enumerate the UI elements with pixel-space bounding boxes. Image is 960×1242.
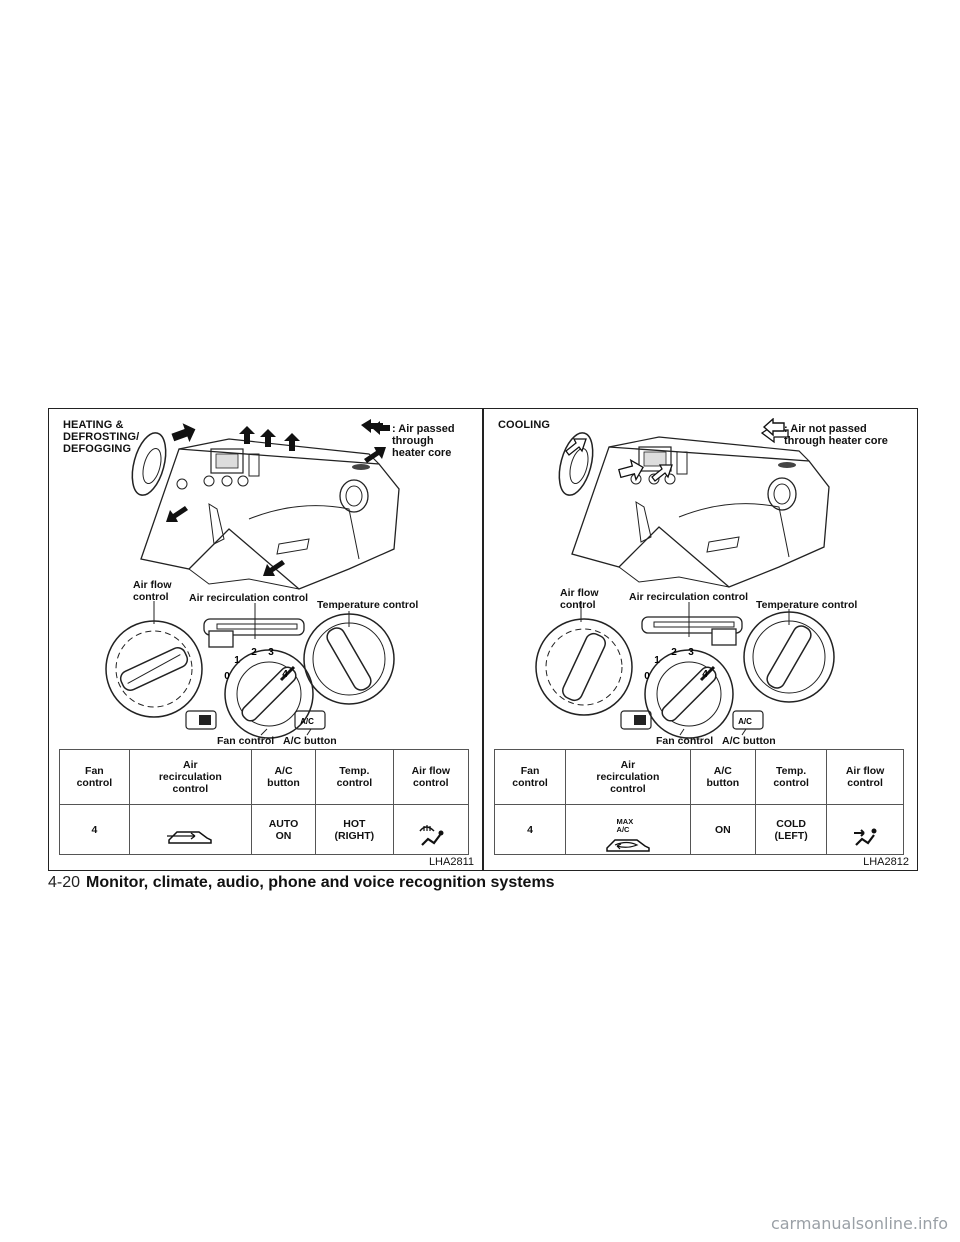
- fan-speed-mark: 2: [671, 647, 677, 658]
- header-temp: Temp. control: [755, 749, 828, 805]
- rear-defrost-button: [185, 710, 217, 730]
- header-airflow: Air flow control: [392, 749, 470, 805]
- air-flow-knob: [105, 620, 203, 718]
- header-fan: Fan control: [493, 749, 567, 805]
- temperature-knob: [743, 611, 835, 703]
- cell-airflow: [392, 804, 470, 855]
- ac-button: A/C: [732, 710, 764, 730]
- ac-button-label: A/C button: [283, 735, 337, 747]
- cooling-figure: 0 1 2 3 4 A/C COOLING : Air not passed t…: [483, 408, 918, 871]
- defrost-floor-icon: [419, 824, 444, 846]
- settings-table: Fan control Air recirculation control A/…: [59, 749, 470, 855]
- fan-speed-mark: 4: [282, 669, 288, 680]
- fan-speed-mark: 1: [234, 655, 240, 666]
- dashboard-illustration: 0 1 2 3 4 A/C: [105, 419, 400, 739]
- ac-button-text: A/C: [738, 717, 752, 726]
- fan-knob: 0 1 2 3 4: [224, 647, 314, 739]
- max-ac-recirculation-icon: [606, 838, 650, 852]
- header-fan: Fan control: [59, 749, 130, 805]
- cell-temp: HOT (RIGHT): [315, 804, 394, 855]
- ac-button-label: A/C button: [722, 735, 776, 747]
- temperature-label: Temperature control: [756, 599, 858, 611]
- vent-icon: [854, 828, 877, 846]
- recirculation-slider: [203, 618, 305, 648]
- mode-heading: COOLING: [498, 419, 551, 431]
- air-flow-knob: [535, 618, 633, 716]
- page-footer: 4-20 Monitor, climate, audio, phone and v…: [48, 874, 555, 892]
- table-row: 4 AUTO ON HOT (RIGHT): [59, 804, 470, 855]
- recirculation-slider: [641, 616, 743, 646]
- fan-knob: 0 1 2 3 4: [644, 647, 734, 739]
- section-title: Monitor, climate, audio, phone and voice…: [86, 874, 555, 891]
- ac-button: A/C: [294, 710, 326, 730]
- cell-recirculation: MAX A/C: [565, 804, 691, 855]
- air-recirculation-label: Air recirculation control: [629, 591, 749, 603]
- cell-temp: COLD (LEFT): [755, 804, 828, 855]
- watermark: carmanualsonline.info: [770, 1214, 948, 1233]
- dashboard-illustration: 0 1 2 3 4 A/C: [535, 423, 835, 739]
- cell-ac: AUTO ON: [250, 804, 317, 855]
- black-arrow-icon: [372, 421, 390, 435]
- heating-defrosting-figure: 0 1 2 3 4 A/C HEATING & DEFROSTING/ DEFO…: [48, 408, 483, 871]
- ac-button-text: A/C: [300, 717, 314, 726]
- fan-speed-mark: 2: [251, 647, 257, 658]
- cell-airflow: [826, 804, 904, 855]
- recirculation-off-icon: [167, 830, 213, 844]
- fan-speed-mark: 3: [688, 647, 694, 658]
- figure-code: LHA2812: [863, 856, 909, 868]
- cell-ac: ON: [689, 804, 757, 855]
- header-ac: A/C button: [689, 749, 757, 805]
- white-arrow-icon: [762, 418, 785, 436]
- settings-table: Fan control Air recirculation control A/…: [493, 749, 904, 855]
- header-recirculation: Air recirculation control: [565, 749, 691, 805]
- table-row: 4 MAX A/C ON COLD (LEFT): [493, 804, 904, 855]
- fan-speed-mark: 4: [702, 669, 708, 680]
- header-airflow: Air flow control: [826, 749, 904, 805]
- legend-text: : Air not passed through heater core: [784, 423, 888, 447]
- fan-speed-mark: 0: [224, 671, 230, 682]
- header-temp: Temp. control: [315, 749, 394, 805]
- legend-text: : Air passed through heater core: [392, 423, 455, 459]
- page-number: 4-20: [48, 874, 81, 891]
- temperature-label: Temperature control: [317, 599, 419, 611]
- fan-speed-mark: 1: [654, 655, 660, 666]
- cell-recirculation: [128, 804, 252, 855]
- mode-heading: HEATING & DEFROSTING/ DEFOGGING: [63, 419, 140, 455]
- max-ac-label: MAX A/C: [616, 816, 634, 834]
- fan-label: Fan control: [217, 735, 275, 747]
- air-flow-label: Air flow control: [560, 587, 599, 611]
- cell-fan: 4: [59, 804, 130, 855]
- header-recirculation: Air recirculation control: [128, 749, 252, 805]
- fan-speed-mark: 0: [644, 671, 650, 682]
- fan-speed-mark: 3: [268, 647, 274, 658]
- fan-label: Fan control: [656, 735, 714, 747]
- air-recirculation-label: Air recirculation control: [189, 592, 309, 604]
- header-ac: A/C button: [250, 749, 317, 805]
- temperature-knob: [303, 613, 395, 705]
- figure-code: LHA2811: [428, 856, 474, 868]
- rear-defrost-button: [620, 710, 652, 730]
- cell-fan: 4: [493, 804, 567, 855]
- air-flow-label: Air flow control: [133, 579, 172, 603]
